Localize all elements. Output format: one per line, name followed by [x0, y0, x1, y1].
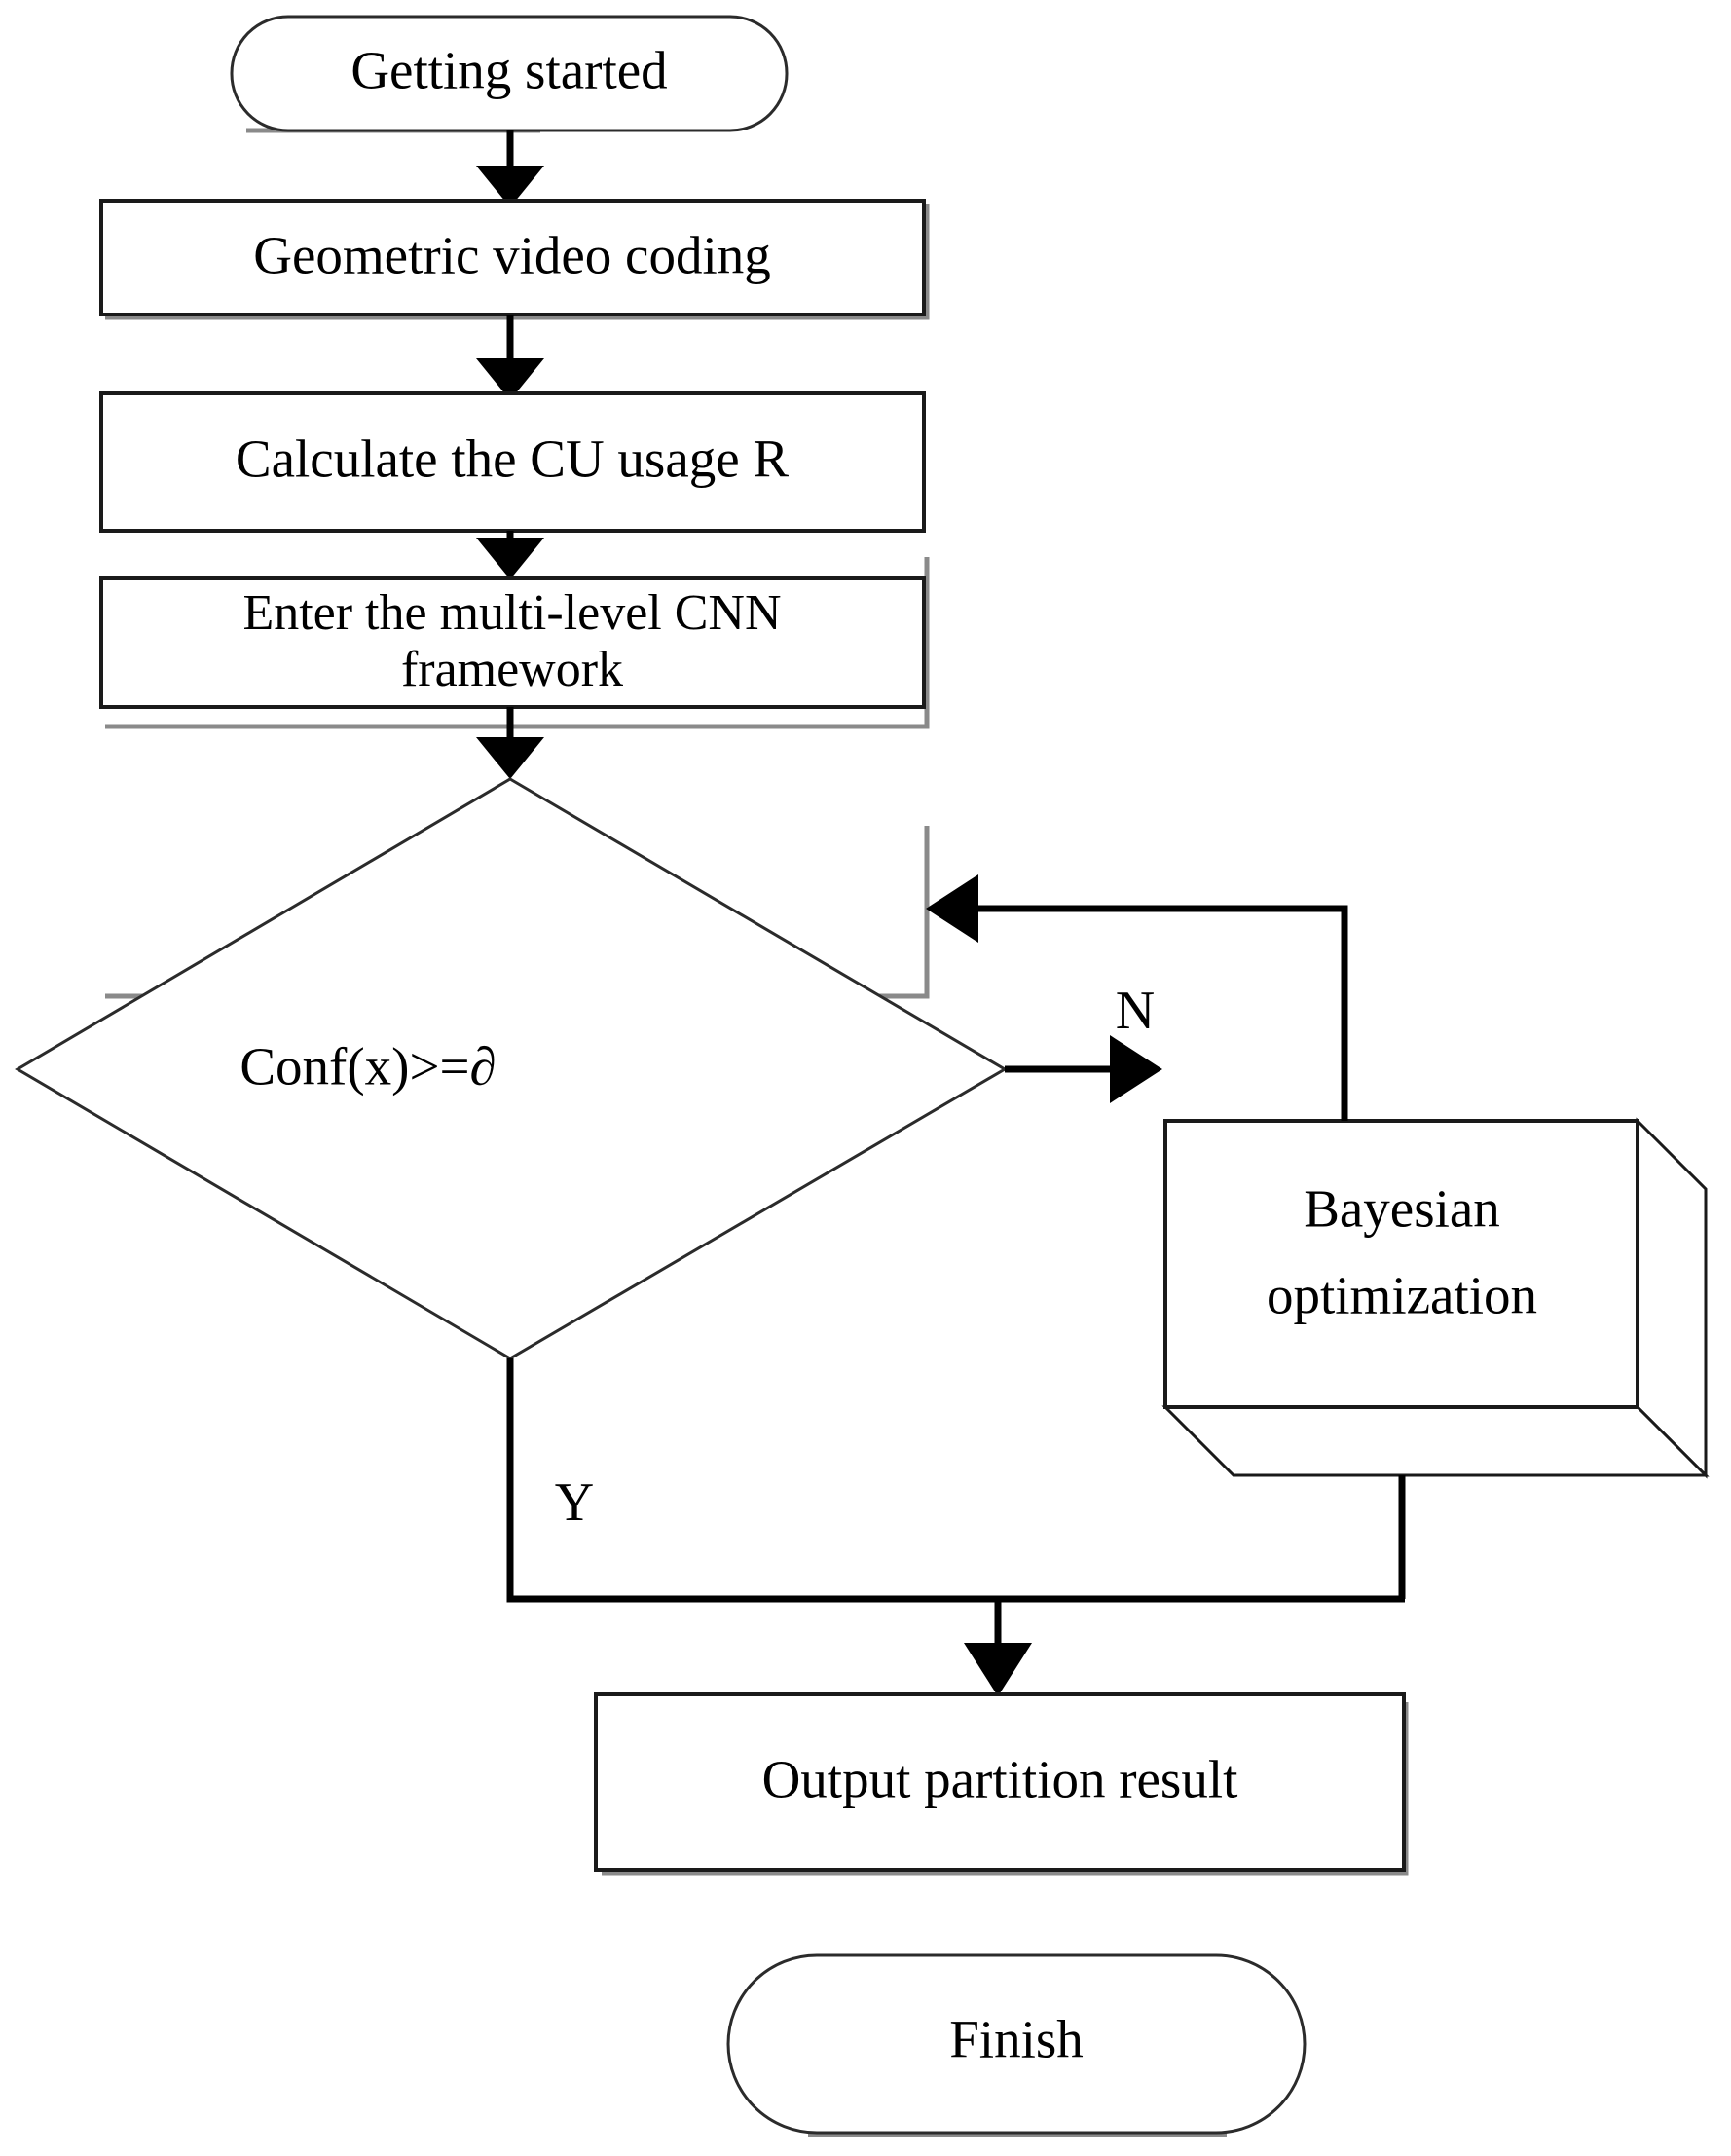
- start-node-label: Getting started: [350, 41, 667, 100]
- node-finish[interactable]: Finish: [726, 1953, 1307, 2135]
- arrow-head-down-icon: [476, 538, 544, 579]
- edge-bayesian-feedback-to-cnn: [926, 874, 1348, 1121]
- node-calculate-cu-usage[interactable]: Calculate the CU usage R: [99, 391, 926, 533]
- edge-decision-yes-to-merge: Y: [506, 1358, 1405, 1603]
- node-enter-cnn-framework[interactable]: Enter the multi-level CNN framework: [99, 576, 926, 709]
- node-getting-started[interactable]: Getting started: [230, 15, 789, 132]
- arrow-head-right-icon: [1110, 1035, 1162, 1103]
- output-node-shape: [594, 1692, 1406, 1872]
- calculate-node-label: Calculate the CU usage R: [236, 429, 789, 489]
- cube-bottom-face: [1161, 1405, 1710, 1477]
- edge-label-yes: Y: [555, 1472, 594, 1533]
- bayesian-node-label-line1: Bayesian: [1304, 1179, 1500, 1239]
- edge-cnn-to-decision: [476, 707, 544, 779]
- decision-node-shape: [15, 777, 1008, 1360]
- node-output-partition-result[interactable]: Output partition result: [594, 1692, 1406, 1872]
- edge-label-no: N: [1116, 981, 1155, 1041]
- finish-node-shape: [726, 1953, 1307, 2135]
- cube-front-face: [1163, 1119, 1639, 1409]
- edge-line: [974, 905, 1348, 1121]
- edge-start-to-geometric: [476, 130, 544, 207]
- node-confidence-decision[interactable]: Conf(x)>=∂: [15, 777, 1008, 1360]
- edge-line: [506, 1358, 1405, 1603]
- cnn-node-shape: [99, 576, 926, 709]
- arrow-head-down-icon: [476, 166, 544, 207]
- node-bayesian-optimization[interactable]: Bayesian optimization: [1161, 1117, 1710, 1479]
- arrow-head-down-icon: [476, 737, 544, 779]
- arrow-head-down-icon: [964, 1643, 1032, 1696]
- decision-node-label: Conf(x)>=∂: [239, 1037, 496, 1097]
- geometric-node-shape: [99, 199, 926, 316]
- output-node-label: Output partition result: [762, 1750, 1238, 1809]
- calculate-node-shape: [99, 391, 926, 533]
- edge-merge-to-output: [964, 1599, 1032, 1696]
- bayesian-node-label-line2: optimization: [1267, 1266, 1537, 1325]
- edge-geometric-to-calculate: [476, 315, 544, 400]
- geometric-node-label: Geometric video coding: [253, 226, 771, 285]
- cnn-node-label-line2: framework: [401, 642, 623, 697]
- arrow-head-left-icon: [926, 874, 978, 943]
- arrow-head-down-icon: [476, 358, 544, 400]
- cnn-node-label-line1: Enter the multi-level CNN: [242, 585, 781, 641]
- finish-node-label: Finish: [949, 2010, 1084, 2069]
- node-geometric-video-coding[interactable]: Geometric video coding: [99, 199, 926, 316]
- edge-decision-no-to-bayesian: N: [1005, 981, 1162, 1103]
